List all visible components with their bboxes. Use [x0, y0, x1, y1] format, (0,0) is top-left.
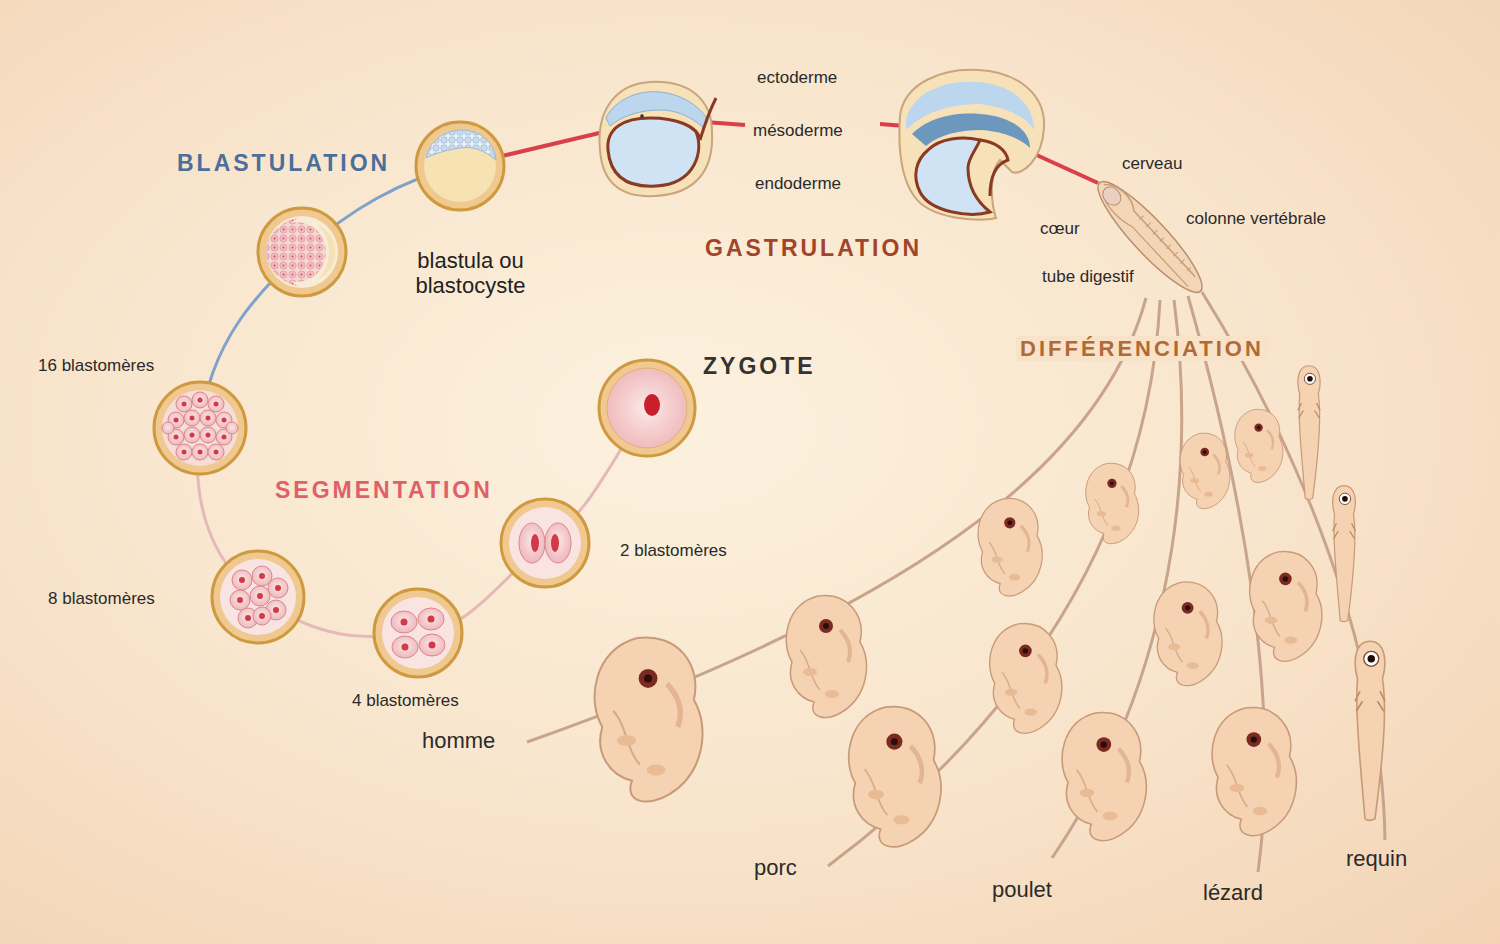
stage-heading: ZYGOTE — [703, 353, 816, 379]
stage-heading: SEGMENTATION — [275, 477, 493, 503]
stage-heading: BLASTULATION — [177, 150, 390, 176]
two-cell-stage — [501, 499, 589, 587]
species-label: poulet — [992, 877, 1052, 902]
gastrula-early — [599, 82, 716, 196]
organ-label: cerveau — [1122, 154, 1182, 174]
gastrula-late — [899, 70, 1044, 220]
species-label: requin — [1346, 846, 1407, 871]
organ-label: cœur — [1040, 219, 1080, 239]
blastula-stage — [416, 122, 504, 210]
species-embryos — [595, 366, 1385, 847]
stage-heading: GASTRULATION — [705, 235, 922, 261]
layer-label: ectoderme — [757, 68, 837, 88]
morula-stage — [258, 208, 346, 296]
organ-label: tube digestif — [1042, 267, 1134, 287]
species-label: lézard — [1203, 880, 1263, 905]
species-label: porc — [754, 855, 797, 880]
stage-caption: 16 blastomères — [38, 356, 154, 376]
stage-heading: DIFFÉRENCIATION — [1016, 336, 1268, 361]
sixteen-cell-stage — [154, 382, 246, 474]
zygote-circle — [599, 360, 695, 456]
layer-label: mésoderme — [753, 121, 843, 141]
stage-caption: 4 blastomères — [352, 691, 459, 711]
eight-cell-stage — [212, 551, 304, 643]
stage-caption: 2 blastomères — [620, 541, 727, 561]
stage-caption: blastula ou blastocyste — [398, 248, 543, 299]
organ-label: colonne vertébrale — [1186, 209, 1326, 229]
layer-label: endoderme — [755, 174, 841, 194]
species-label: homme — [422, 728, 495, 753]
branch-lines — [527, 292, 1385, 872]
four-cell-stage — [374, 589, 462, 677]
stage-caption: 8 blastomères — [48, 589, 155, 609]
